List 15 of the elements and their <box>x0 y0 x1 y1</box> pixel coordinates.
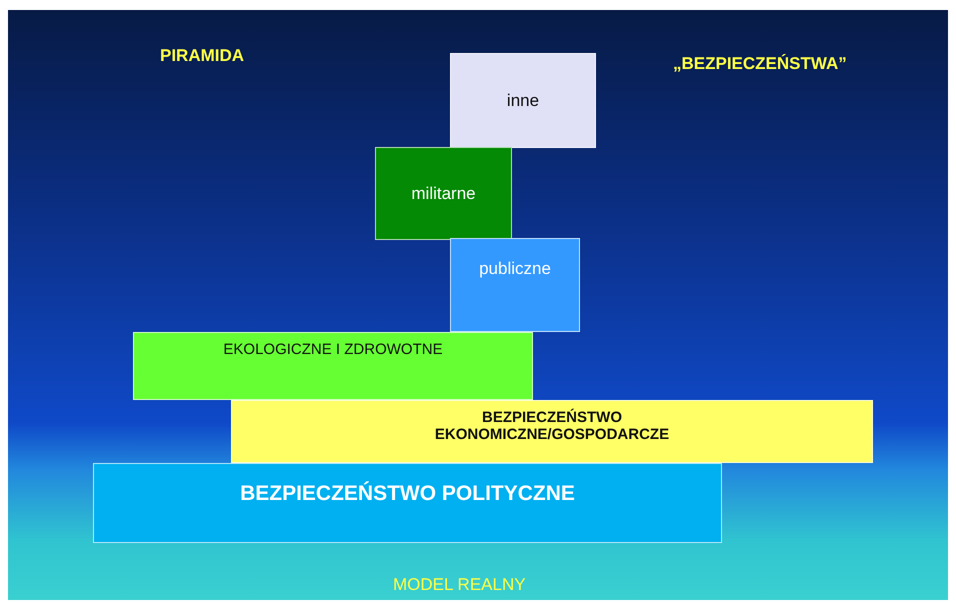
level-label: inne <box>506 90 540 110</box>
level-block <box>93 463 722 543</box>
level-label: publiczne <box>479 259 551 279</box>
slide-label: PIRAMIDA <box>160 46 244 66</box>
level-label: BEZPIECZEŃSTWO EKONOMICZNE/GOSPODARCZE <box>434 409 670 443</box>
level-block <box>450 238 580 332</box>
level-block <box>450 53 596 148</box>
level-block <box>231 400 873 463</box>
level-block <box>133 332 533 400</box>
level-label: BEZPIECZEŃSTWO POLITYCZNE <box>240 482 575 506</box>
level-label: militarne <box>411 184 476 204</box>
level-block <box>375 147 512 240</box>
slide-label: „BEZPIECZEŃSTWA” <box>673 54 847 74</box>
slide-label: MODEL REALNY <box>393 575 526 595</box>
level-label: EKOLOGICZNE I ZDROWOTNE <box>223 341 443 358</box>
